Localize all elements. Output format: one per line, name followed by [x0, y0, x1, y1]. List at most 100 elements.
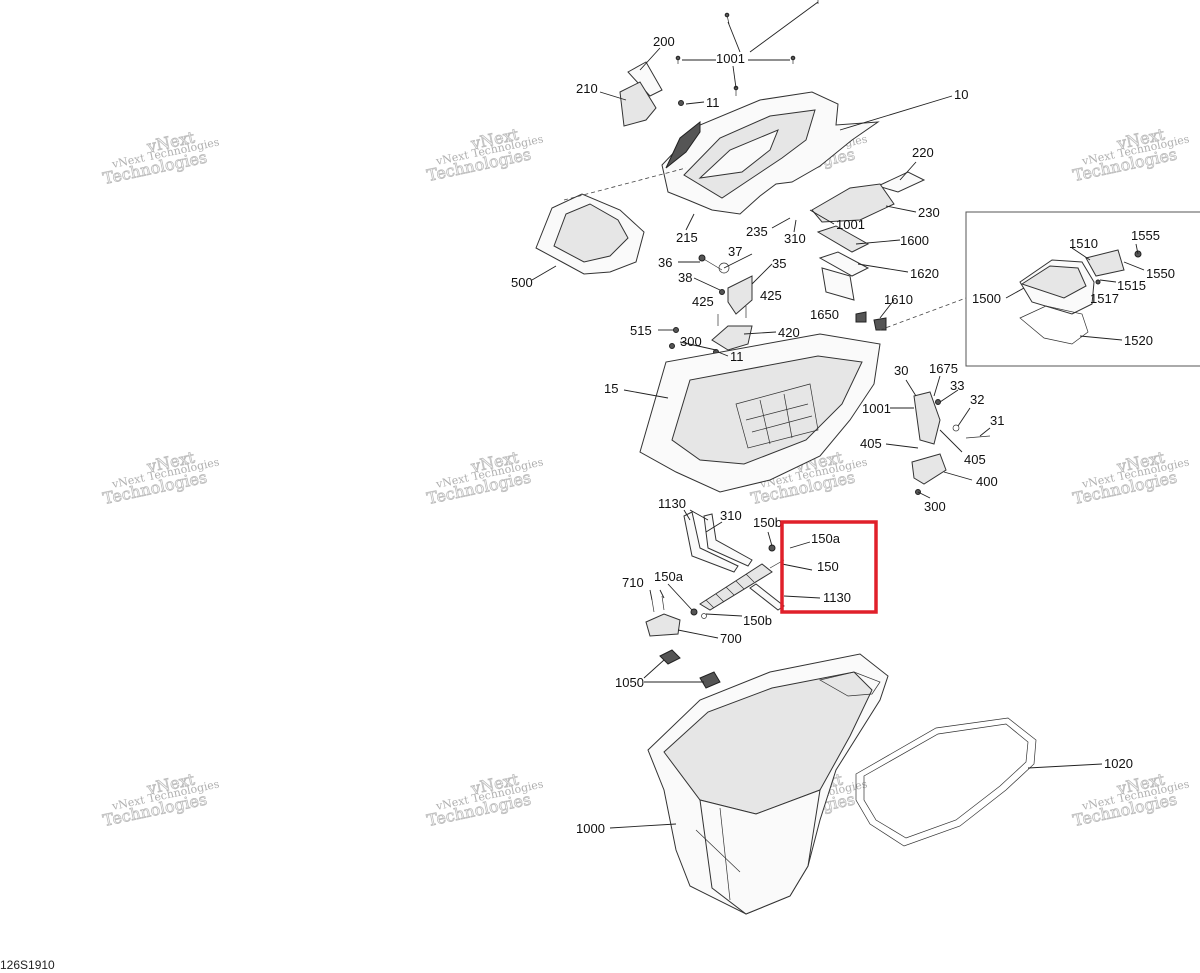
callout-235: 235: [746, 224, 768, 239]
callout-1000: 1000: [576, 821, 605, 836]
callout-710: 710: [622, 575, 644, 590]
clip-150bb: [701, 613, 707, 619]
callout-31: 31: [990, 413, 1004, 428]
spring-150: [699, 559, 785, 611]
pin-head-36: [698, 254, 706, 262]
callout-10: 10: [954, 87, 968, 102]
callout-11: 11: [730, 349, 744, 364]
callout-38: 38: [678, 270, 692, 285]
gasket-1020-inner: [863, 723, 1029, 839]
clip-1050b: [699, 671, 721, 689]
callout-33: 33: [950, 378, 964, 393]
highlight-box: [780, 520, 878, 614]
dash-line: [879, 297, 967, 331]
callout-220: 220: [912, 145, 934, 160]
callout-36: 36: [658, 255, 672, 270]
lens-220: [876, 171, 926, 193]
callout-11: 11: [706, 95, 720, 110]
callout-150a: 150a: [811, 531, 841, 546]
inset-panel: [965, 211, 1200, 367]
dash-line: [563, 167, 687, 201]
callout-150b: 150b: [743, 613, 772, 628]
callout-15: 15: [604, 381, 618, 396]
bracket-400: [911, 453, 947, 485]
tub-15: [639, 333, 881, 493]
clip-1050: [659, 649, 681, 665]
pin-1517: [1095, 279, 1101, 285]
watermark: vNext Technologies vNext Technologies: [425, 769, 545, 830]
watermark: vNext Technologies vNext Technologies: [425, 124, 545, 185]
callout-300: 300: [924, 499, 946, 514]
callout-150: 150: [817, 559, 839, 574]
shield-500-inner: [553, 203, 629, 263]
callout-1675: 1675: [929, 361, 958, 376]
callout-300: 300: [680, 334, 702, 349]
callout-30: 30: [894, 363, 908, 378]
callout-310: 310: [784, 231, 806, 246]
callout-230: 230: [918, 205, 940, 220]
seal-1520: [1019, 305, 1089, 345]
watermark: vNext Technologies vNext Technologies: [101, 127, 221, 188]
screw-710a: [651, 599, 655, 613]
callout-150a: 150a: [654, 569, 684, 584]
part-drawings: [535, 0, 1037, 915]
block-1650: [821, 267, 855, 301]
screw-515: [673, 327, 679, 333]
clip-150a: [690, 608, 698, 616]
latch-420: [711, 325, 753, 351]
watermark: vNext Technologies vNext Technologies: [1071, 447, 1191, 508]
bin-1000: [647, 653, 889, 915]
bracket-30: [913, 391, 941, 445]
spring-37: [718, 262, 730, 274]
hinge-35: [727, 275, 753, 315]
callout-1500: 1500: [972, 291, 1001, 306]
callout-405: 405: [860, 436, 882, 451]
callout-1555: 1555: [1131, 228, 1160, 243]
screw-515b: [669, 343, 675, 349]
seal-1620: [818, 251, 870, 277]
watermark-grid: vNext Technologies vNext Technologies vN…: [101, 124, 1191, 830]
screws-1001: [675, 0, 819, 106]
callout-400: 400: [976, 474, 998, 489]
callout-515: 515: [630, 323, 652, 338]
clip-1610: [855, 311, 887, 331]
callout-1620: 1620: [910, 266, 939, 281]
callout-1600: 1600: [900, 233, 929, 248]
callout-1001: 1001: [716, 51, 745, 66]
callout-37: 37: [728, 244, 742, 259]
watermark: vNext Technologies vNext Technologies: [1071, 124, 1191, 185]
watermark: vNext Technologies vNext Technologies: [1071, 769, 1191, 830]
callout-1517: 1517: [1090, 291, 1119, 306]
part-1510: [1085, 249, 1125, 277]
strap-1130b: [703, 513, 753, 567]
callout-200: 200: [653, 34, 675, 49]
screw-710b: [661, 595, 665, 611]
callout-1610: 1610: [884, 292, 913, 307]
panel-230: [811, 183, 895, 223]
callout-425: 425: [692, 294, 714, 309]
bolt-31: [965, 435, 991, 439]
callout-1050: 1050: [615, 675, 644, 690]
latch-700: [645, 613, 681, 637]
callout-310: 310: [720, 508, 742, 523]
watermark: vNext Technologies vNext Technologies: [101, 769, 221, 830]
strap-1130c: [749, 583, 785, 611]
callout-35: 35: [772, 256, 786, 271]
callout-700: 700: [720, 631, 742, 646]
callout-1001: 1001: [836, 217, 865, 232]
callout-405: 405: [964, 452, 986, 467]
frame-10: [661, 91, 880, 215]
spring-32: [952, 424, 960, 432]
callout-1130: 1130: [658, 496, 686, 511]
callout-labels: 200 1001 210 11 10 220 230 1001 215 235 …: [511, 34, 1175, 836]
callout-210: 210: [576, 81, 598, 96]
housing-1500-inner: [1020, 265, 1087, 299]
strap-1130: [683, 511, 739, 573]
watermark: vNext Technologies vNext Technologies: [425, 447, 545, 508]
callout-1130: 1130: [823, 590, 851, 605]
leader-lines: [531, 1, 1145, 829]
callout-1510: 1510: [1069, 236, 1098, 251]
cover-210: [619, 81, 657, 127]
callout-1550: 1550: [1146, 266, 1175, 281]
